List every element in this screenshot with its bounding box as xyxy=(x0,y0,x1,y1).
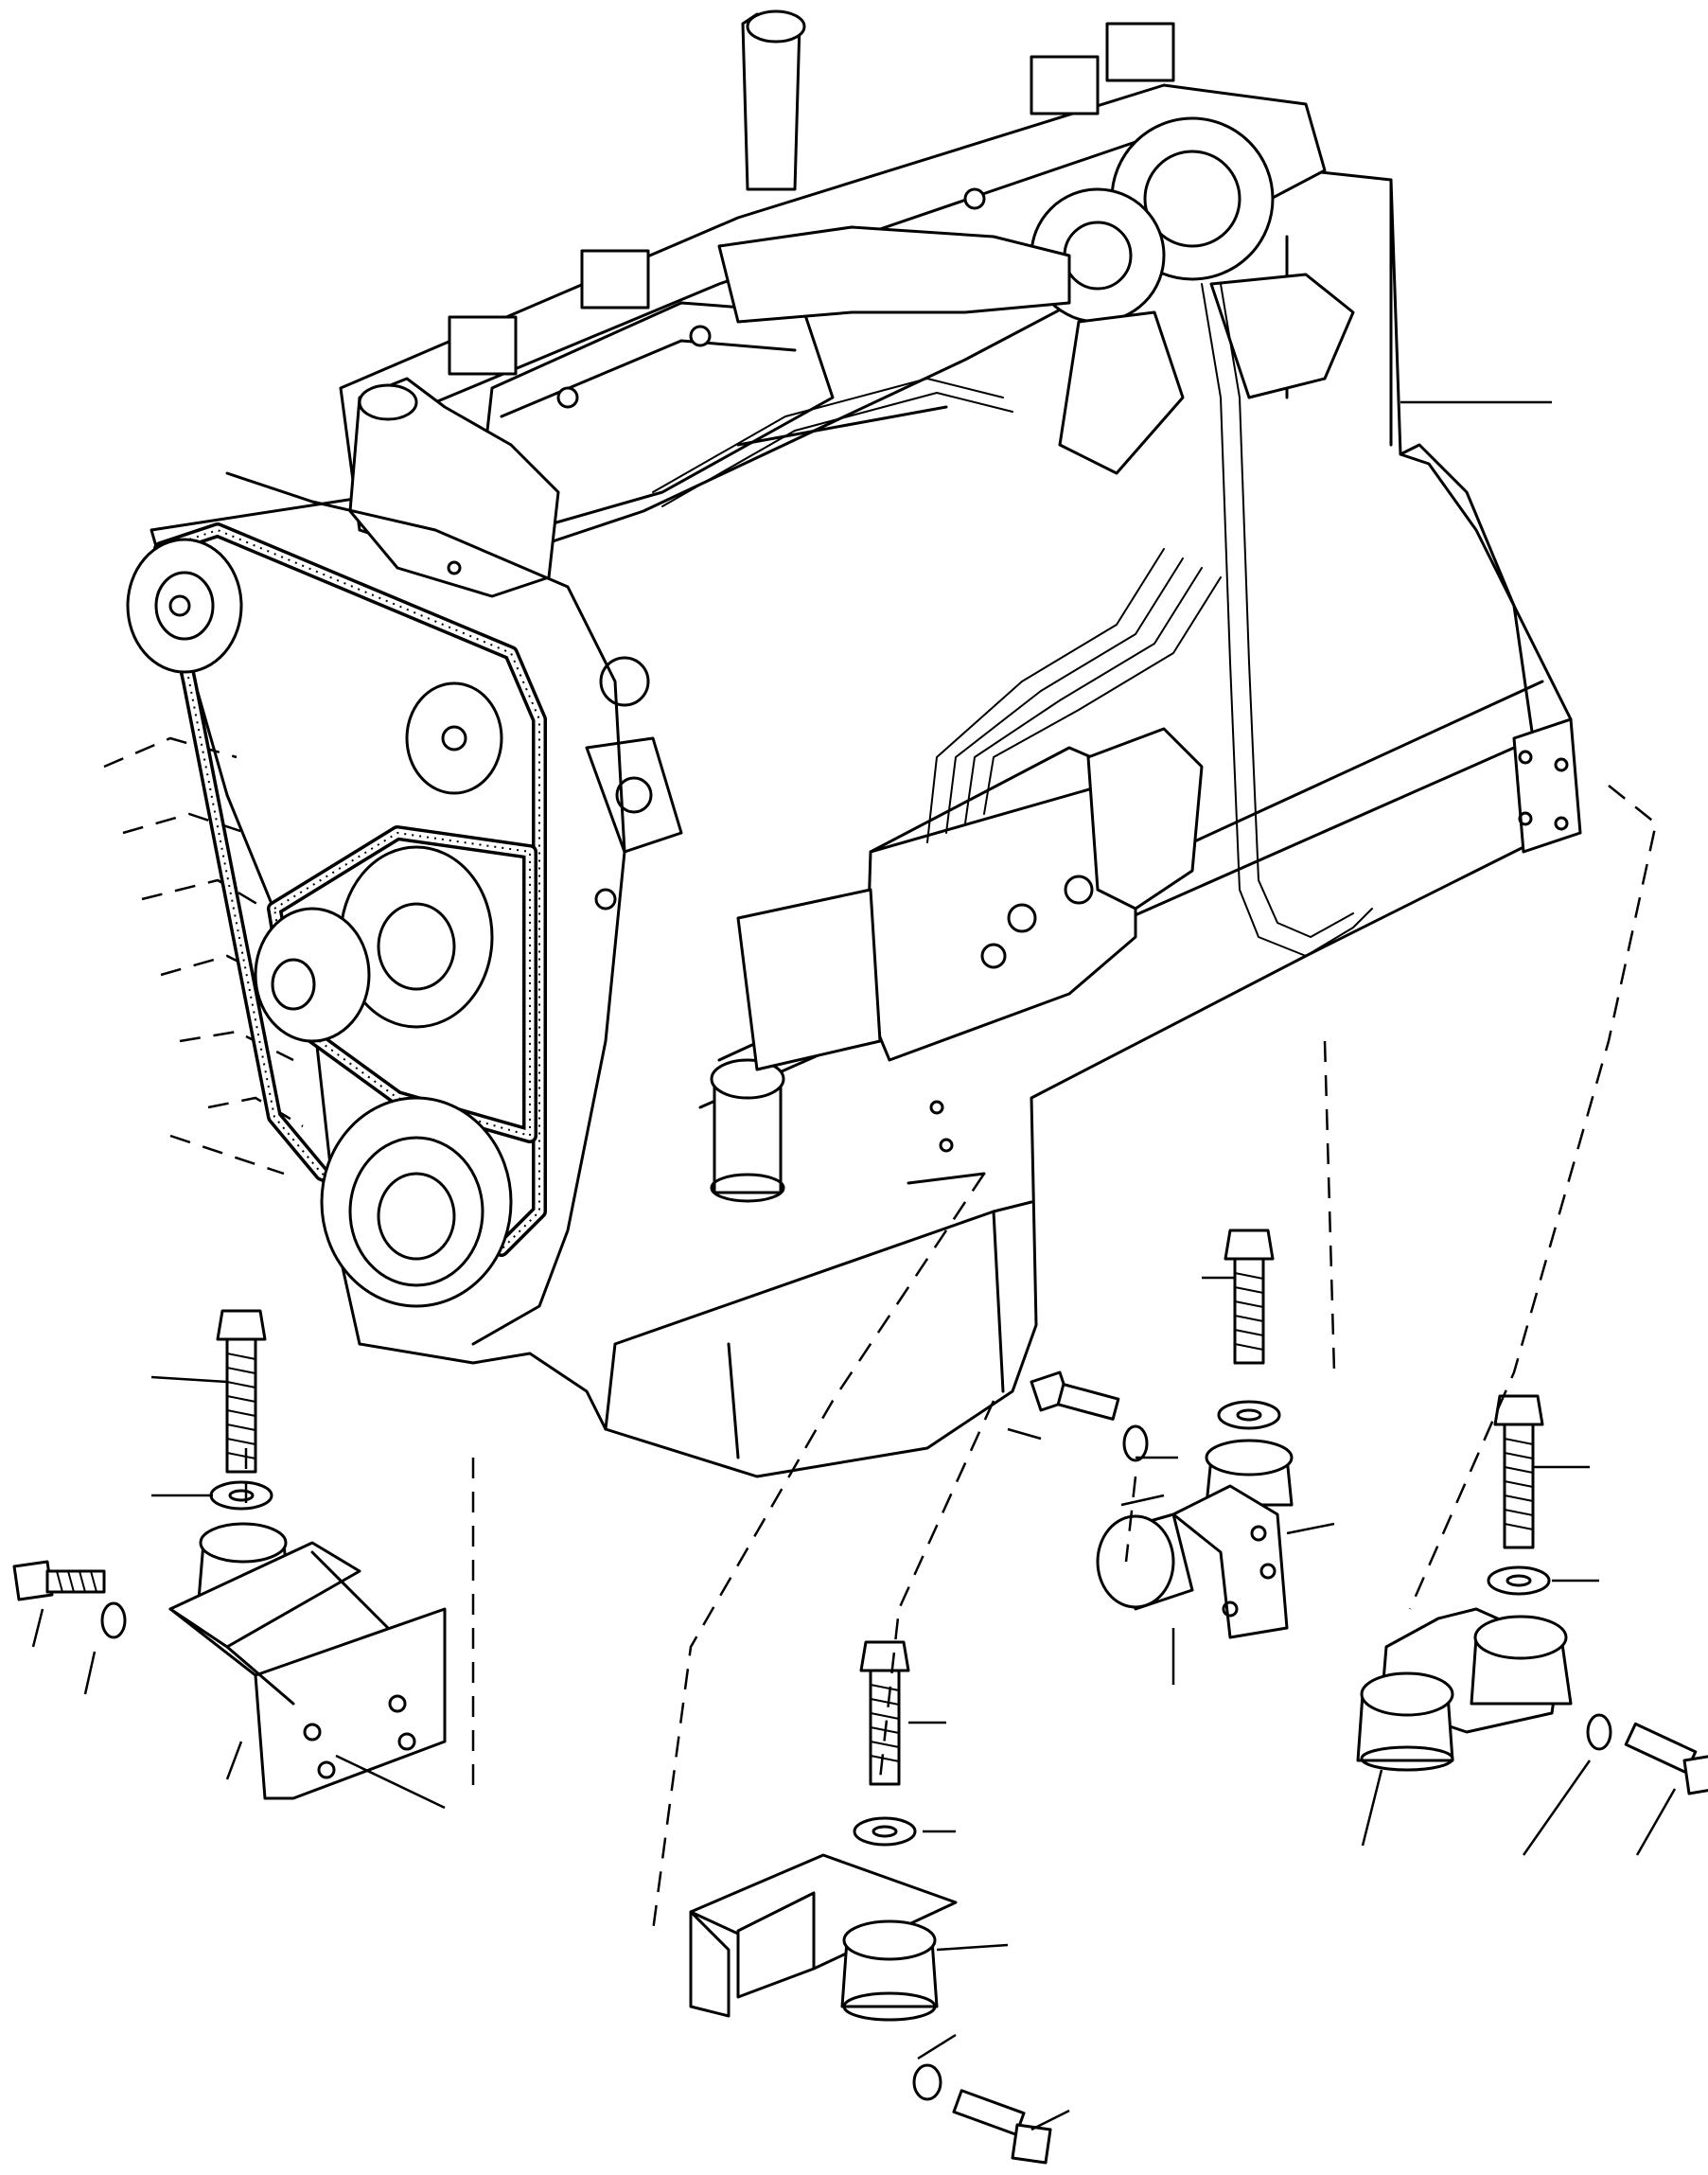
engine-block-icon xyxy=(103,9,1582,1478)
alignment-lines xyxy=(244,785,1658,1932)
rear-mount-upper-icon xyxy=(1030,1229,1294,1639)
front-left-mount-icon xyxy=(12,1309,447,1800)
front-center-mount-icon xyxy=(689,1640,1052,2165)
leader-lines xyxy=(31,400,1677,2131)
rear-mount-lower-icon xyxy=(1356,1394,1708,1795)
pulleys-icon xyxy=(126,538,513,1308)
